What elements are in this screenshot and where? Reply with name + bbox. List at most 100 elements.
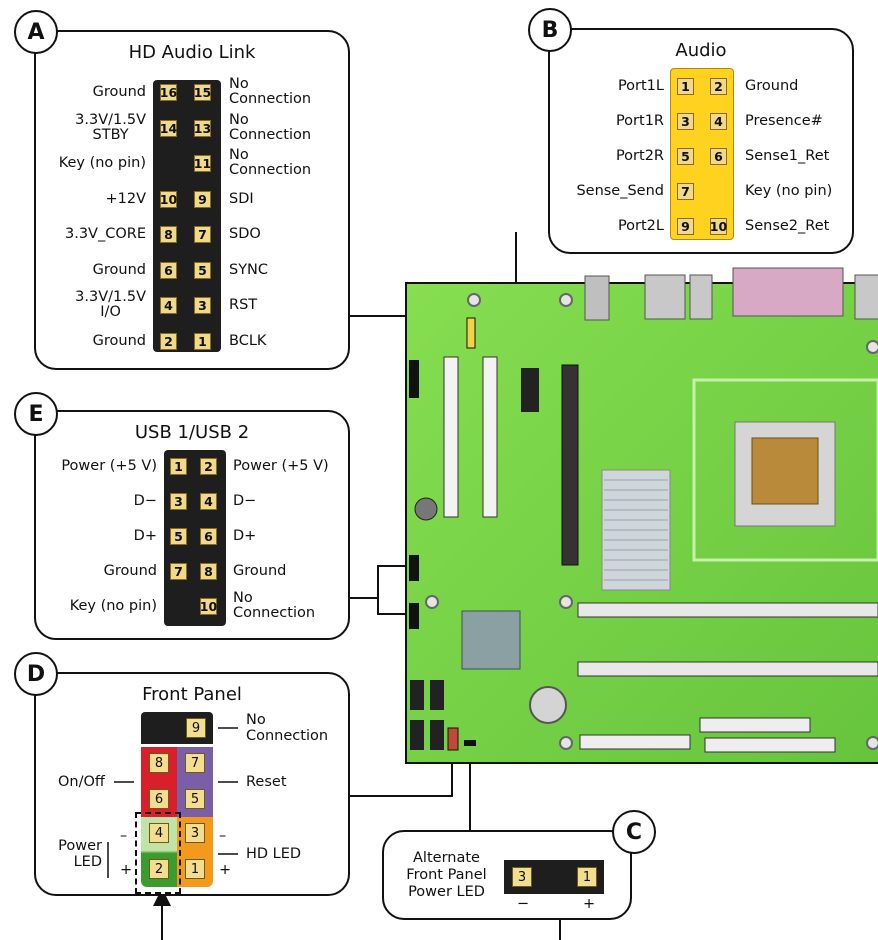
usb-title: USB 1/USB 2 <box>134 422 250 443</box>
usb-right-label: Power (+5 V) <box>233 458 329 474</box>
hd_audio-left-label: Ground <box>92 84 146 100</box>
usb-right-label: Ground <box>233 563 287 579</box>
hd_audio-right-label: SYNC <box>229 261 269 278</box>
fp-power-led-label: Power LED <box>58 838 102 870</box>
usb-right-label: D− <box>233 493 257 509</box>
hd_audio-left-label: +12V <box>105 190 146 207</box>
arrow-d-head <box>153 888 171 906</box>
hd_audio-pin: 14 <box>159 119 178 137</box>
hd_audio-left-label: Ground <box>92 261 146 278</box>
fp-pin-1: 1 <box>185 859 205 879</box>
alt-power-led-header <box>464 740 476 746</box>
dimm-slot-1 <box>577 602 878 618</box>
floppy-connector <box>579 734 691 750</box>
usb-pin: 5 <box>170 528 187 545</box>
usb-left-label: D− <box>133 493 157 509</box>
alt-pin-1: 1 <box>577 867 597 887</box>
usb-pin: 8 <box>200 563 217 580</box>
leader-line-d <box>350 760 453 797</box>
hd_audio-pin: 1 <box>194 332 211 350</box>
hd_audio-pin: 11 <box>193 155 212 172</box>
fp-pin-5: 5 <box>185 789 205 809</box>
usb-left-label: Key (no pin) <box>69 598 157 614</box>
usb-left-label: D+ <box>133 528 157 544</box>
rear-io-ps2 <box>854 274 878 320</box>
hd_audio-right-label: No Connection <box>229 76 312 107</box>
pci-slot-2 <box>482 356 498 518</box>
cmos-battery <box>529 686 567 724</box>
audio-pin: 7 <box>677 183 694 200</box>
usb-pin: 10 <box>199 598 218 615</box>
hd-audio-link-title: HD Audio Link <box>128 42 256 63</box>
audio-left-label: Sense_Send <box>576 183 664 199</box>
usb-pin: 2 <box>200 458 217 475</box>
audio-pin: 6 <box>710 148 727 165</box>
front-panel-title: Front Panel <box>142 684 242 705</box>
audio-pin: 3 <box>677 113 694 130</box>
hd-audio-header <box>409 360 419 398</box>
fp-pin-7: 7 <box>185 753 205 773</box>
hd_audio-pin: 10 <box>159 190 178 208</box>
hd_audio-pin: 2 <box>160 332 177 350</box>
fp-minus-left: – <box>120 828 128 844</box>
cpu-socket-pins <box>751 437 819 505</box>
hd_audio-pin: 3 <box>194 297 211 314</box>
audio-right-label: Key (no pin) <box>745 183 833 199</box>
fp-pin-8: 8 <box>149 753 169 773</box>
audio-pin: 5 <box>677 148 694 165</box>
audio-pin: 2 <box>710 78 727 95</box>
audio-pin: 4 <box>710 113 727 130</box>
fp-no-connection-label: No Connection <box>246 712 329 744</box>
hd_audio-left-label: Key (no pin) <box>58 155 146 171</box>
usb-pin: 7 <box>170 563 187 580</box>
badge-c: C <box>612 810 656 854</box>
hd_audio-pin: 4 <box>160 297 177 314</box>
fp-pin-3: 3 <box>185 823 205 843</box>
fp-reset-label: Reset <box>246 774 287 790</box>
audio-left-label: Port2L <box>617 218 664 234</box>
badge-e: E <box>14 392 58 436</box>
rear-io-lan <box>689 274 713 320</box>
audio-pin: 9 <box>677 218 694 235</box>
usb-pin: 6 <box>200 528 217 545</box>
badge-b: B <box>528 8 572 52</box>
front-audio-header <box>466 317 476 349</box>
alt-power-led-label: Alternate Front Panel Power LED <box>406 850 487 900</box>
hd_audio-right-label: SDI <box>229 190 254 207</box>
rear-io-parallel-port <box>732 267 844 317</box>
hd_audio-right-label: No Connection <box>229 111 312 143</box>
fp-hd-led-label: HD LED <box>246 846 302 862</box>
audio-right-label: Sense2_Ret <box>745 218 830 234</box>
audio-left-label: Port2R <box>615 148 664 164</box>
audio-left-label: Port1R <box>615 113 664 129</box>
usb-left-label: Ground <box>103 563 157 579</box>
usb-pin: 3 <box>170 493 187 510</box>
hd_audio-right-label: BCLK <box>229 332 267 349</box>
fp-minus-right: – <box>219 828 227 844</box>
hd_audio-right-label: SDO <box>229 226 261 242</box>
hd_audio-left-label: 3.3V/1.5V STBY <box>75 111 146 143</box>
rear-io-audio-jack <box>584 275 610 321</box>
usb-right-label: D+ <box>233 528 257 544</box>
leader-line-e1 <box>350 565 412 599</box>
ide-connector <box>704 737 836 753</box>
leader-line-e2 <box>377 598 412 615</box>
usb-right-label: No Connection <box>233 590 316 621</box>
audio-left-label: Port1L <box>617 78 664 94</box>
hd_audio-left-label: 3.3V/1.5V I/O <box>75 289 146 320</box>
audio-right-label: Ground <box>745 78 799 94</box>
hd_audio-pin: 5 <box>194 261 211 279</box>
pci-slot-1 <box>443 356 459 518</box>
pcie-x1-slot <box>521 368 539 412</box>
southbridge-chip <box>461 610 521 670</box>
pcie-x16-slot <box>561 364 579 566</box>
hd_audio-pin: 7 <box>194 226 211 243</box>
hd_audio-pin: 6 <box>160 261 177 279</box>
fp-plus-right: + <box>219 862 232 878</box>
fp-plus-left: + <box>120 862 133 878</box>
speaker-buzzer <box>414 497 438 521</box>
cpu-retention-frame <box>692 378 878 562</box>
fp-pin-2: 2 <box>149 859 169 879</box>
alt-plus: + <box>583 896 596 912</box>
